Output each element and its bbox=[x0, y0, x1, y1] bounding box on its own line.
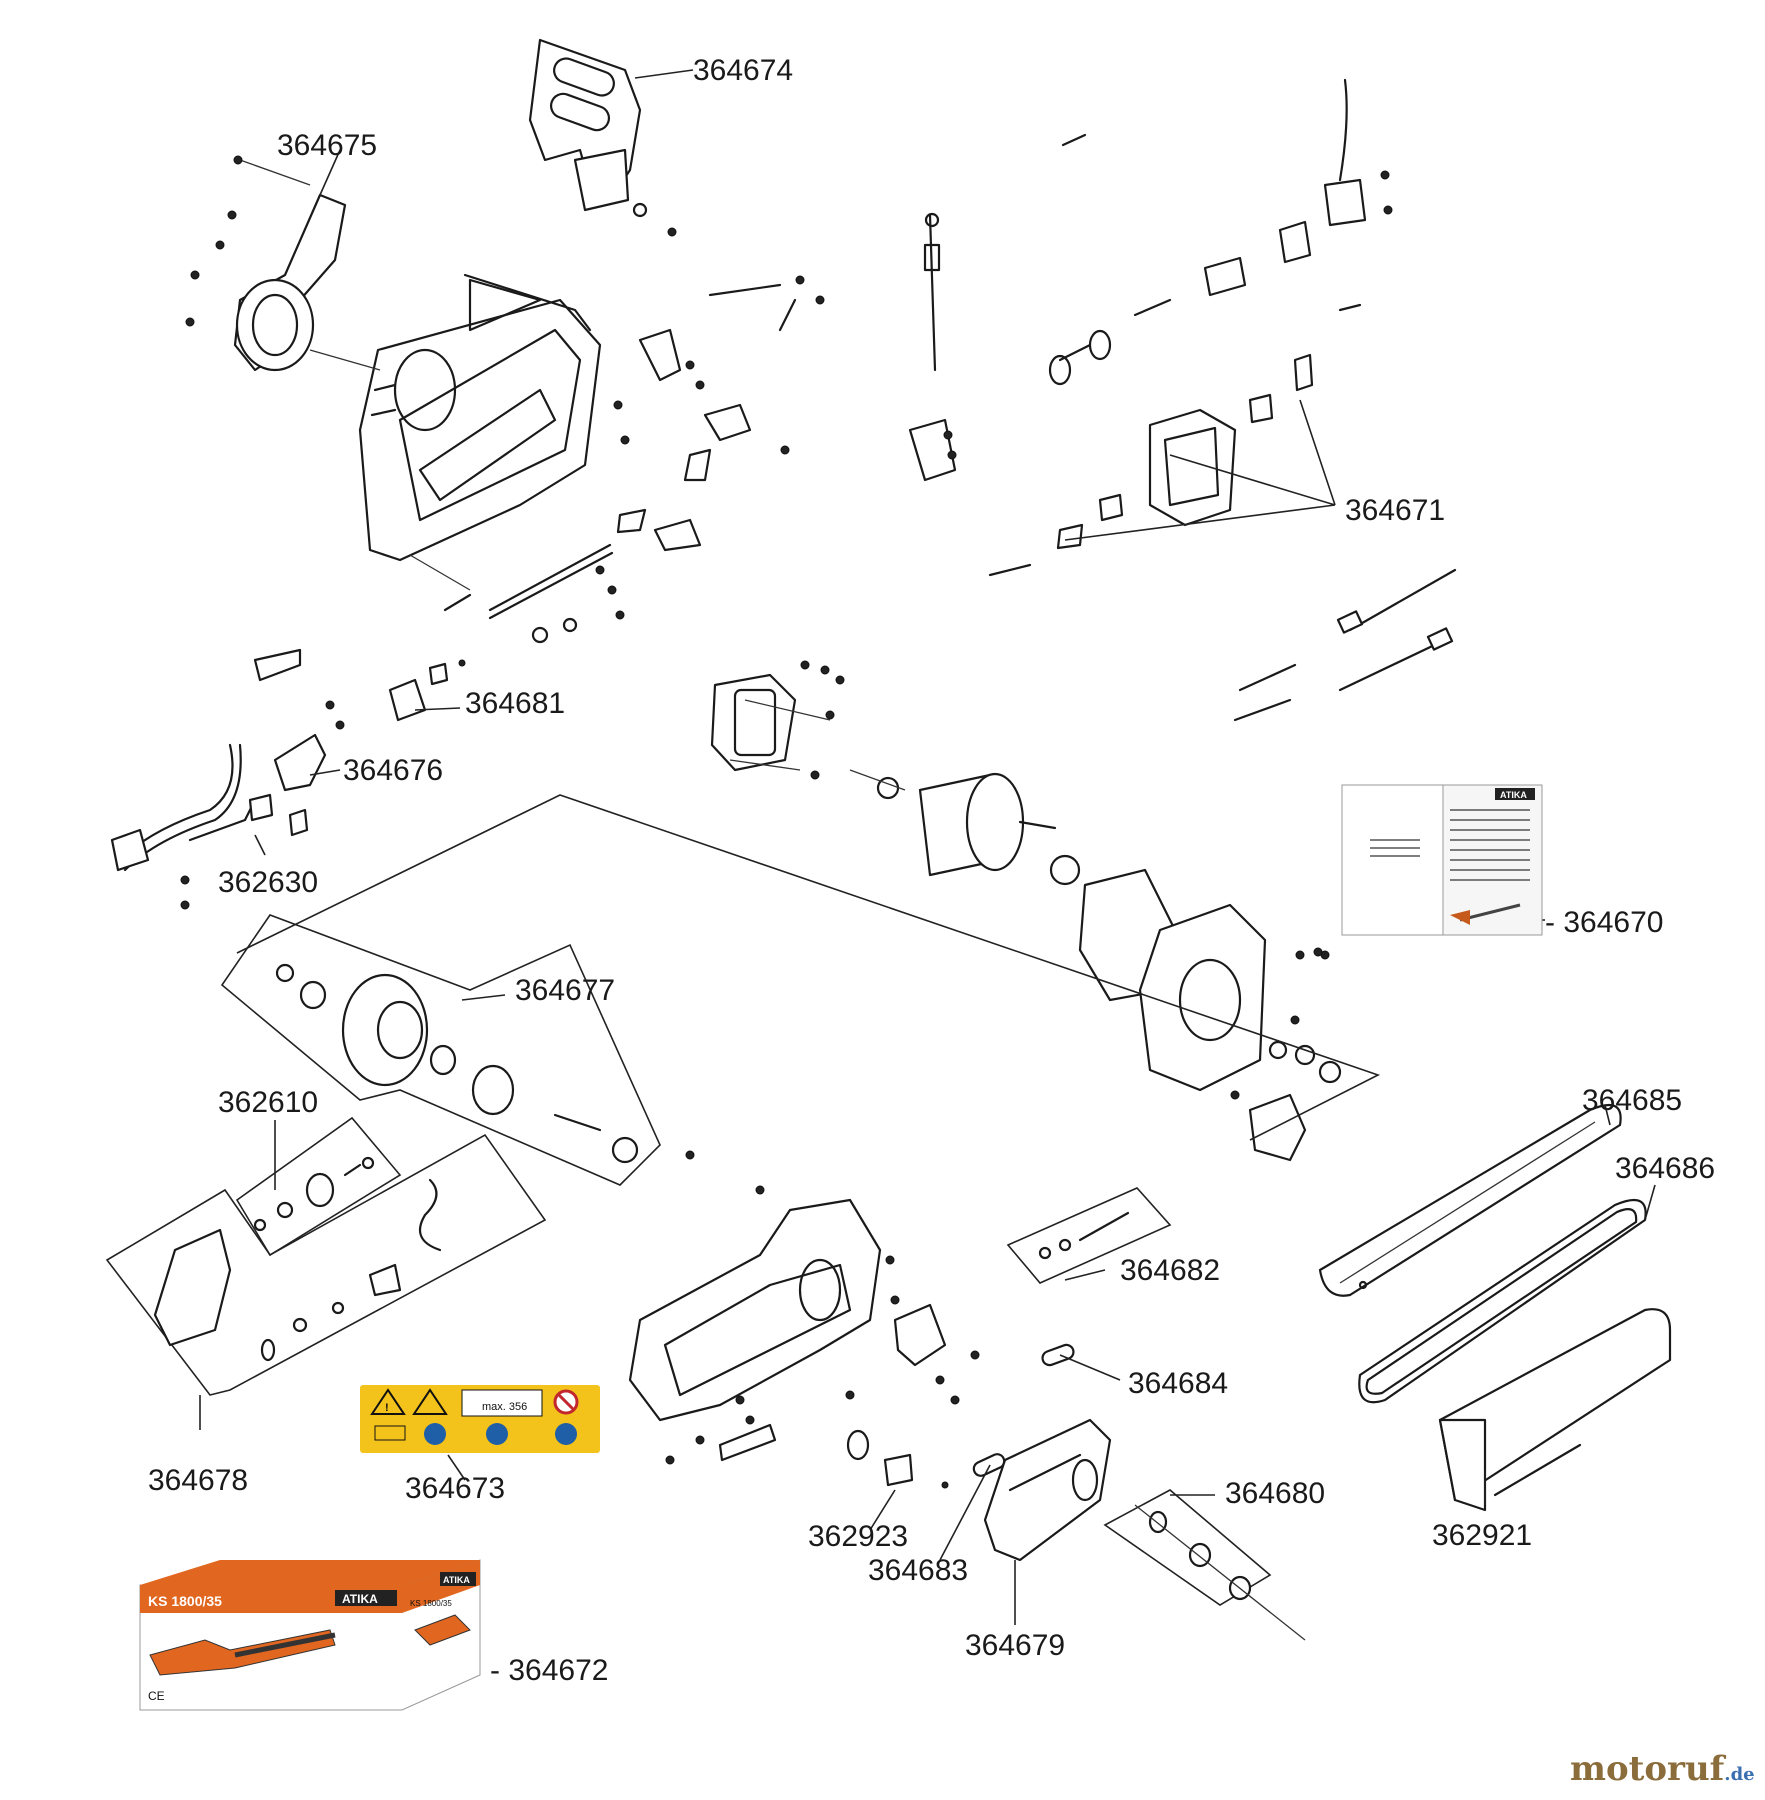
product-box: KS 1800/35 ATIKA ATIKA KS 1800/35 CE bbox=[139, 1559, 481, 1711]
box-brand-text: ATIKA bbox=[342, 1592, 378, 1606]
leader-lines bbox=[199, 69, 1656, 1625]
oil-pump-group bbox=[235, 1116, 402, 1257]
part-labels: 364674 364675 364671 364681 364676 36263… bbox=[148, 54, 1715, 1687]
bar-cover bbox=[1438, 1308, 1672, 1512]
trigger-handle-group bbox=[105, 1133, 547, 1396]
cables bbox=[1233, 568, 1457, 722]
warning-sticker: ! max. 356 bbox=[360, 1385, 600, 1453]
label-364686: 364686 bbox=[1615, 1152, 1715, 1185]
bar-nuts-group bbox=[1103, 1489, 1306, 1641]
box-side-brand-text: ATIKA bbox=[443, 1575, 470, 1585]
label-364675: 364675 bbox=[277, 129, 377, 162]
label-364684: 364684 bbox=[1128, 1367, 1228, 1400]
label-364674: 364674 bbox=[693, 54, 793, 87]
oil-pump-spindle bbox=[908, 212, 957, 482]
watermark-main: motoruf bbox=[1570, 1749, 1727, 1789]
box-ce-mark: CE bbox=[148, 1689, 165, 1703]
label-364672: - 364672 bbox=[490, 1654, 608, 1687]
label-364685: 364685 bbox=[1582, 1084, 1682, 1117]
manual-brand-text: ATIKA bbox=[1500, 790, 1527, 800]
label-364670: - 364670 bbox=[1545, 906, 1663, 939]
label-362630: 362630 bbox=[218, 866, 318, 899]
armature-rotor bbox=[849, 769, 1081, 886]
guide-bar bbox=[1318, 1103, 1622, 1297]
rubber-pad-upper bbox=[1041, 1343, 1075, 1367]
switch-assembly bbox=[1048, 78, 1393, 392]
power-cord bbox=[110, 743, 309, 910]
label-364682: 364682 bbox=[1120, 1254, 1220, 1287]
motor-housing-left bbox=[358, 273, 602, 562]
box-model-text: KS 1800/35 bbox=[148, 1593, 222, 1609]
chain-tensioner-kit bbox=[1006, 1187, 1172, 1284]
gearbox-housing-rear bbox=[1078, 868, 1342, 1162]
sprocket-cover bbox=[983, 1418, 1112, 1562]
label-364673: 364673 bbox=[405, 1472, 505, 1505]
label-364679: 364679 bbox=[965, 1629, 1065, 1662]
watermark-suffix: .de bbox=[1724, 1764, 1754, 1785]
capacitor bbox=[388, 659, 466, 722]
handle-lever bbox=[185, 155, 381, 372]
box-side-model-text: KS 1800/35 bbox=[410, 1599, 452, 1608]
grouping-outline-motor bbox=[236, 794, 1381, 1141]
label-362610: 362610 bbox=[218, 1086, 318, 1119]
label-364676: 364676 bbox=[343, 754, 443, 787]
label-364683: 364683 bbox=[868, 1554, 968, 1587]
label-362923: 362923 bbox=[808, 1520, 908, 1553]
sticker-max-text: max. 356 bbox=[482, 1401, 527, 1413]
svg-text:!: ! bbox=[385, 1402, 389, 1414]
handle-grip bbox=[253, 648, 345, 792]
label-364678: 364678 bbox=[148, 1464, 248, 1497]
instruction-manual: ATIKA bbox=[1341, 784, 1543, 936]
watermark: motoruf.de bbox=[1570, 1749, 1755, 1789]
switch-housing bbox=[988, 393, 1274, 577]
label-364681: 364681 bbox=[465, 687, 565, 720]
svg-text:motoruf.de: motoruf.de bbox=[1570, 1749, 1755, 1789]
tensioner-rod bbox=[409, 543, 625, 644]
rubber-pad-lower bbox=[972, 1453, 1006, 1477]
gear-set bbox=[220, 914, 661, 1186]
label-364677: 364677 bbox=[515, 974, 615, 1007]
sprocket-parts bbox=[846, 1303, 980, 1489]
label-364671: 364671 bbox=[1345, 494, 1445, 527]
label-364680: 364680 bbox=[1225, 1477, 1325, 1510]
motor-stator bbox=[710, 660, 845, 780]
label-362921: 362921 bbox=[1432, 1519, 1532, 1552]
housing-right-half bbox=[628, 1150, 900, 1465]
rear-handle-guard bbox=[528, 38, 677, 237]
small-parts-cluster-upper bbox=[613, 275, 825, 552]
